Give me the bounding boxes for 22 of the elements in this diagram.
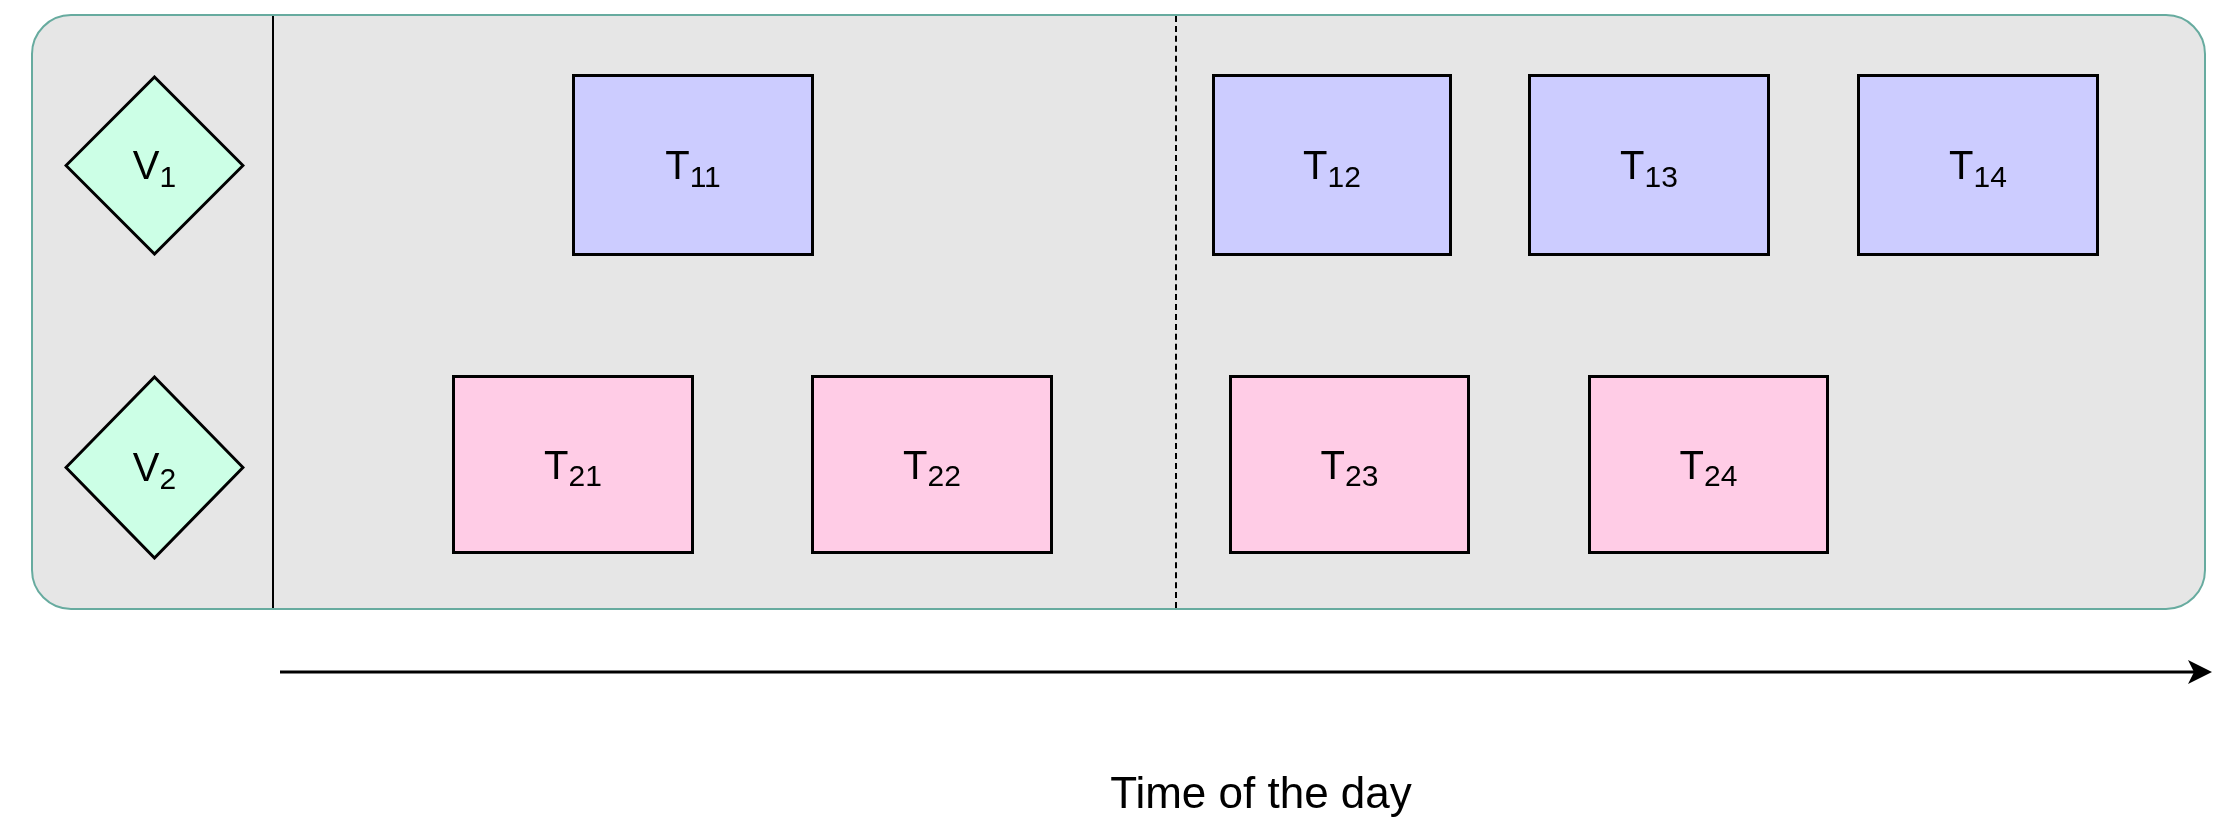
task-box xyxy=(811,375,1053,554)
node-label: T$_{21}$ xyxy=(544,444,602,485)
swimlane-band xyxy=(31,14,2206,610)
node-label: V$_{2}$ xyxy=(132,445,177,489)
task-box xyxy=(1229,375,1470,554)
node-label: V$_{1}$ xyxy=(132,143,177,187)
task-box xyxy=(1212,74,1452,256)
task-box xyxy=(1528,74,1770,256)
node-label: T$_{22}$ xyxy=(903,444,961,485)
node-label: T$_{23}$ xyxy=(1320,444,1379,485)
node-label: T$_{13}$ xyxy=(1620,145,1678,185)
task-box xyxy=(1857,74,2099,256)
node-label: T$_{14}$ xyxy=(1949,145,2007,185)
task-box xyxy=(452,375,694,554)
decision-diamond xyxy=(64,375,245,560)
axis-label: Time of the day xyxy=(1110,767,1412,819)
node-label: T$_{12}$ xyxy=(1303,145,1361,185)
task-box xyxy=(572,74,814,256)
node-label: T$_{11}$ xyxy=(665,145,721,185)
decision-diamond xyxy=(64,75,245,256)
task-box xyxy=(1588,375,1829,554)
node-label: T$_{24}$ xyxy=(1679,444,1738,485)
